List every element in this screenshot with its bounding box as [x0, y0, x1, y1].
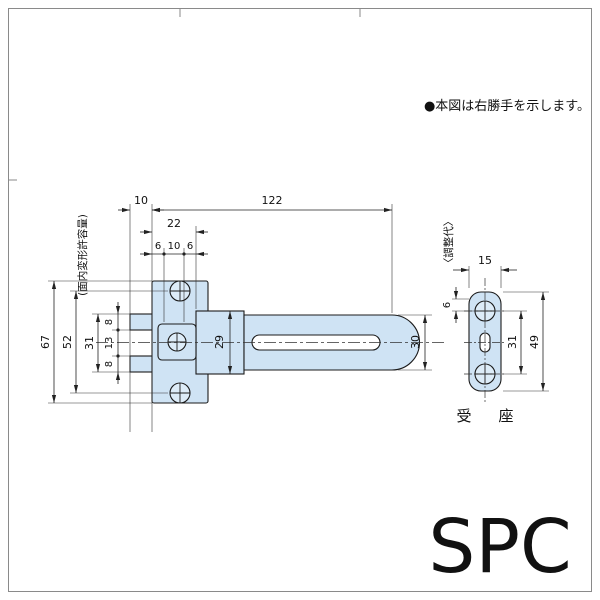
watermark: SPC	[428, 504, 571, 590]
screw-bottom-icon	[169, 382, 191, 404]
tab-upper	[129, 313, 155, 331]
dim-29-label: 29	[213, 335, 226, 349]
inplane-deformation-label: (面内変形許容量)	[76, 214, 89, 296]
dim-6-label: 6	[442, 302, 453, 308]
dim-67-label: 67	[39, 335, 52, 349]
main-view: 10 122 22 6 10 6 67 52 31 8 13 8 29 30 (…	[39, 194, 444, 432]
dimension-lines	[51, 207, 428, 403]
dim-22-label: 22	[167, 217, 181, 230]
dim-49-label: 49	[528, 335, 541, 349]
dim-8b-label: 8	[104, 361, 115, 367]
dim-31r-label: 31	[506, 335, 519, 349]
dim-30-label: 30	[409, 335, 422, 349]
dim-31-label: 31	[83, 336, 96, 350]
receiver-caption: 受 座	[456, 407, 519, 425]
dim-6b-label: 6	[187, 241, 193, 252]
note-text: ●本図は右勝手を示します。	[424, 99, 590, 114]
dim-8a-label: 8	[104, 319, 115, 325]
dim-6a-label: 6	[155, 241, 161, 252]
tab-lower	[129, 355, 155, 373]
dim-10-label: 10	[134, 194, 148, 207]
receiver-dimension-lines	[453, 267, 546, 391]
dim-52-label: 52	[61, 335, 74, 349]
dim-10b-label: 10	[168, 241, 181, 252]
registration-ticks	[8, 8, 361, 181]
adjustment-allowance-label: 〈調整代〉	[442, 216, 455, 269]
dim-122-label: 122	[262, 194, 283, 207]
receiver-view: 15 6 31 49 〈調整代〉 受 座	[442, 216, 549, 425]
extension-lines	[48, 204, 432, 432]
pivot-screw-icon	[167, 332, 187, 352]
dim-13-label: 13	[104, 337, 115, 350]
page-border	[8, 8, 592, 592]
screw-top-icon	[169, 280, 191, 302]
dim-15-label: 15	[478, 254, 492, 267]
